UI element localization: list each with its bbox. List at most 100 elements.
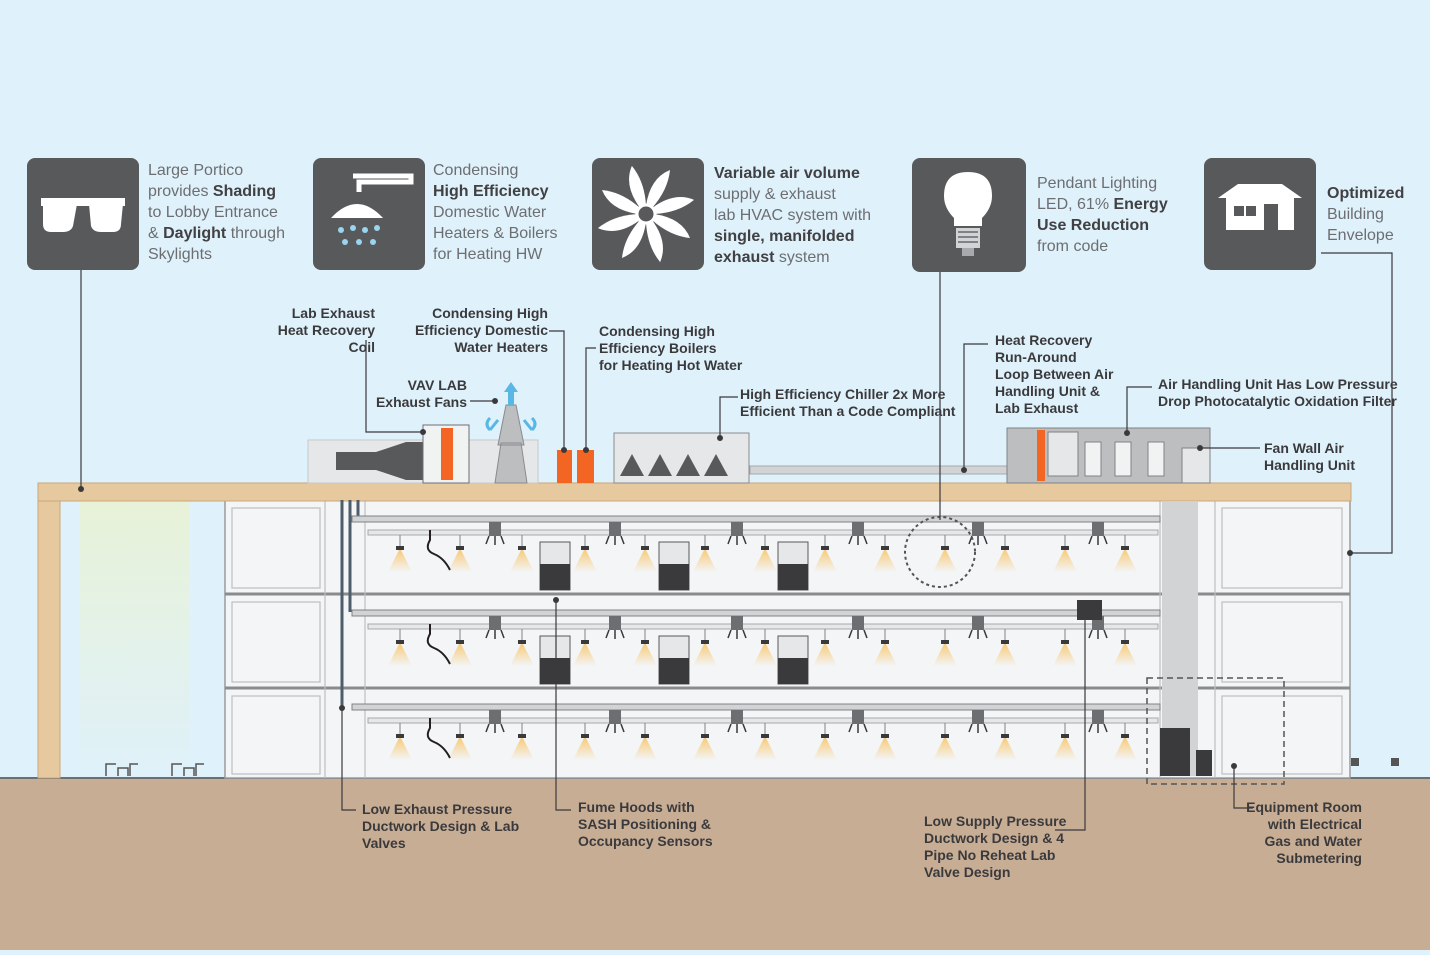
- light-fixture: [641, 734, 649, 738]
- diffuser-airflow: [605, 629, 625, 639]
- lobby-furniture: [105, 763, 204, 776]
- callout-chiller: High Efficiency Chiller 2x More Efficien…: [740, 386, 956, 419]
- light-fixture: [641, 546, 649, 550]
- light-fixture: [821, 734, 829, 738]
- portico-column: [37, 499, 61, 779]
- light-fixture: [881, 640, 889, 644]
- callout-fan-wall: Fan Wall Air Handling Unit: [1264, 440, 1355, 473]
- light-cone: [388, 548, 412, 572]
- light-cone: [1053, 642, 1077, 666]
- callout-lab-exhaust-coil: Lab Exhaust Heat Recovery Coil: [277, 305, 375, 355]
- diffuser-airflow: [968, 723, 988, 733]
- light-cone: [873, 548, 897, 572]
- diffuser-airflow: [1088, 629, 1108, 639]
- lighting-tile: [912, 158, 1026, 272]
- light-fixture: [1001, 734, 1009, 738]
- light-cone: [510, 642, 534, 666]
- light-fixture: [761, 734, 769, 738]
- light-fixture: [701, 734, 709, 738]
- diffuser-airflow: [727, 535, 747, 545]
- light-fixture: [761, 640, 769, 644]
- diffuser-airflow: [485, 629, 505, 639]
- diffuser: [489, 710, 501, 724]
- diffuser-airflow: [848, 629, 868, 639]
- vav-tile: [592, 158, 704, 270]
- boiler: [577, 450, 594, 483]
- diffuser: [972, 710, 984, 724]
- diffuser-airflow: [848, 535, 868, 545]
- light-cone: [933, 736, 957, 760]
- exhaust-duct: [367, 717, 1159, 724]
- fan-icon: [597, 165, 695, 263]
- light-cone: [1113, 548, 1137, 572]
- light-fixture: [1121, 640, 1129, 644]
- light-fixture: [581, 546, 589, 550]
- feature-text-run: exhaust: [714, 249, 775, 266]
- interior-partitions: [231, 500, 1343, 778]
- diffuser: [972, 616, 984, 630]
- light-cone: [693, 642, 717, 666]
- fume-hood-base: [778, 658, 808, 684]
- feature-text-run: Energy: [1113, 196, 1168, 213]
- callout-low-exhaust: Low Exhaust Pressure Ductwork Design & L…: [362, 801, 520, 851]
- light-cone: [388, 642, 412, 666]
- lightbulb-icon: [944, 172, 992, 256]
- electrical-panel: [1160, 728, 1190, 776]
- light-fixture: [396, 734, 404, 738]
- exhaust-duct: [367, 529, 1159, 536]
- ground: [0, 778, 1430, 950]
- light-fixture: [456, 546, 464, 550]
- meter-box: [1196, 750, 1212, 776]
- diffuser: [852, 616, 864, 630]
- diffuser: [489, 522, 501, 536]
- diffuser: [609, 522, 621, 536]
- feature-text-run: &: [148, 225, 164, 242]
- light-fixture: [701, 546, 709, 550]
- light-fixture: [581, 734, 589, 738]
- feature-text-run: Domestic Water: [433, 204, 547, 221]
- diffuser-airflow: [968, 629, 988, 639]
- fume-hoods: [539, 541, 809, 685]
- light-fixture: [641, 640, 649, 644]
- light-fixture: [821, 640, 829, 644]
- diffuser: [731, 710, 743, 724]
- feature-text-run: Variable air volume: [714, 165, 860, 182]
- diffuser-airflow: [1088, 723, 1108, 733]
- callout-condensing-water-heaters: Condensing High Efficiency Domestic Wate…: [414, 305, 548, 355]
- feature-text-run: from code: [1037, 238, 1109, 255]
- portico-tile: [27, 158, 139, 270]
- diffuser: [731, 616, 743, 630]
- feature-text-run: to Lobby Entrance: [148, 204, 278, 221]
- light-cone: [813, 642, 837, 666]
- light-fixture: [941, 734, 949, 738]
- diffuser: [731, 522, 743, 536]
- feature-text-run: Pendant Lighting: [1037, 175, 1158, 192]
- light-cone: [573, 548, 597, 572]
- light-cone: [510, 548, 534, 572]
- light-cone: [933, 642, 957, 666]
- light-fixture: [396, 546, 404, 550]
- callout-fume-hoods: Fume Hoods with SASH Positioning & Occup…: [578, 799, 713, 849]
- light-fixture: [1061, 640, 1069, 644]
- diffuser-airflow: [605, 723, 625, 733]
- diffuser: [609, 616, 621, 630]
- light-cone: [813, 548, 837, 572]
- feature-text-run: for Heating HW: [433, 246, 543, 263]
- light-cone: [633, 736, 657, 760]
- diffuser-airflow: [848, 723, 868, 733]
- feature-text-run: provides: [148, 183, 213, 200]
- ductwork: [351, 515, 1161, 759]
- feature-text-run: Daylight: [163, 225, 227, 242]
- terminal-box: [1077, 600, 1102, 620]
- diffuser-airflow: [605, 535, 625, 545]
- feature-text-run: supply & exhaust: [714, 186, 836, 203]
- feature-text-run: single, manifolded: [714, 228, 855, 245]
- supply-duct: [351, 515, 1161, 523]
- light-fixture: [761, 546, 769, 550]
- sunglasses-icon: [41, 198, 125, 232]
- chiller-fans: [620, 454, 728, 476]
